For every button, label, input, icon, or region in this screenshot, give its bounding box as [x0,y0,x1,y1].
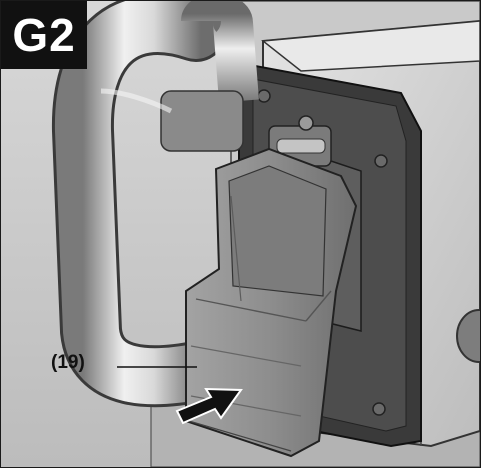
housing-port [456,309,480,363]
screw-icon [257,89,271,103]
tube-upper [181,1,259,103]
tube-handle [54,1,229,405]
push-arrow-icon [175,387,243,425]
figure-badge: G2 [1,1,87,69]
screw-icon [374,154,388,168]
callout-label-19: (19) [51,352,85,373]
tube-mount [160,90,244,152]
screw-icon [372,402,386,416]
